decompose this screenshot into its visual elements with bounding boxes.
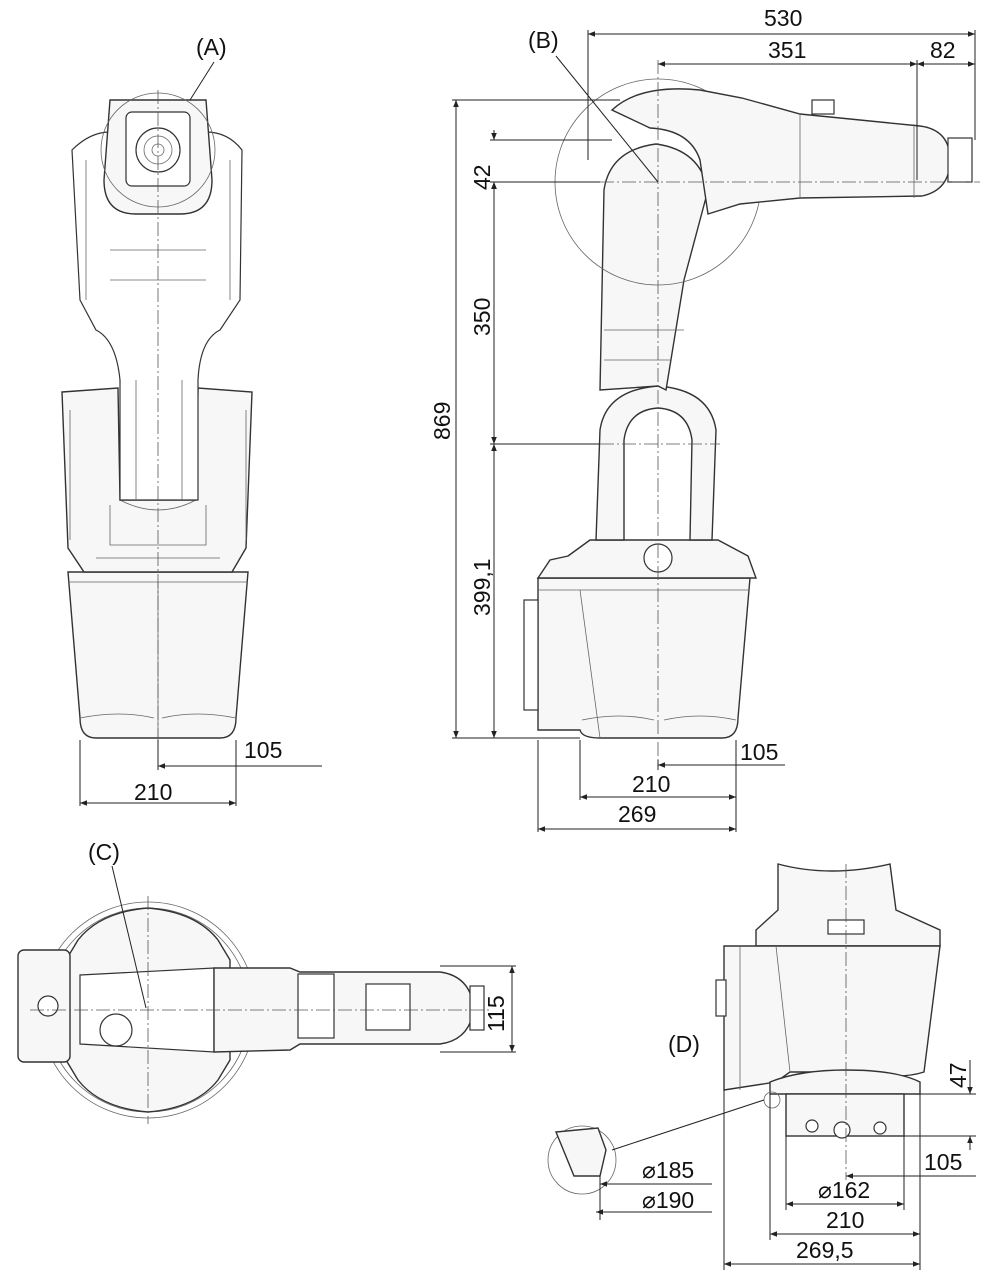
side-dim-530: 530 <box>764 5 802 31</box>
side-dim-210: 210 <box>632 771 670 797</box>
callout-d: (D) <box>668 1031 700 1057</box>
side-lower-link <box>595 385 717 541</box>
detail-zoom-circle <box>547 1125 617 1195</box>
callout-c: (C) <box>88 839 120 865</box>
side-tool-flange <box>947 137 973 183</box>
front-dim-210: 210 <box>134 779 172 805</box>
front-view: (A) 105 210 <box>61 34 322 806</box>
side-connector-panel <box>523 599 539 711</box>
side-dim-399-1: 399,1 <box>469 558 495 616</box>
callout-b: (B) <box>528 27 559 53</box>
detail-dim-d190: ⌀190 <box>642 1187 694 1213</box>
top-dim-115: 115 <box>483 995 509 1032</box>
side-base <box>537 577 751 739</box>
top-view: (C) 115 <box>17 839 516 1124</box>
detail-dim-210: 210 <box>826 1207 864 1233</box>
side-middle-link <box>599 143 709 392</box>
side-dim-351: 351 <box>768 37 806 63</box>
detail-dim-d185: ⌀185 <box>642 1157 694 1183</box>
side-dim-269: 269 <box>618 801 656 827</box>
front-dim-105: 105 <box>244 737 282 763</box>
side-dim-869: 869 <box>429 402 455 440</box>
top-tool-flange <box>469 985 485 1031</box>
detail-flange <box>769 1069 921 1095</box>
detail-dim-47: 47 <box>945 1062 971 1088</box>
callout-a: (A) <box>196 34 227 60</box>
detail-base-body <box>723 945 941 1091</box>
side-view: (B) 530 351 82 869 42 350 399,1 105 <box>429 5 980 832</box>
side-dim-350: 350 <box>469 298 495 336</box>
front-flange <box>135 127 181 173</box>
detail-dim-d162: ⌀162 <box>818 1177 870 1203</box>
side-dim-105: 105 <box>740 739 778 765</box>
side-dim-42: 42 <box>469 164 495 190</box>
base-detail-view: (D) 47 105 ⌀162 210 269,5 ⌀185 ⌀190 <box>547 863 976 1270</box>
side-dim-82: 82 <box>930 37 956 63</box>
detail-dim-105: 105 <box>924 1149 962 1175</box>
top-arm-connectors <box>297 973 335 1039</box>
detail-dim-269-5: 269,5 <box>796 1237 854 1263</box>
front-shoulder <box>61 387 253 573</box>
